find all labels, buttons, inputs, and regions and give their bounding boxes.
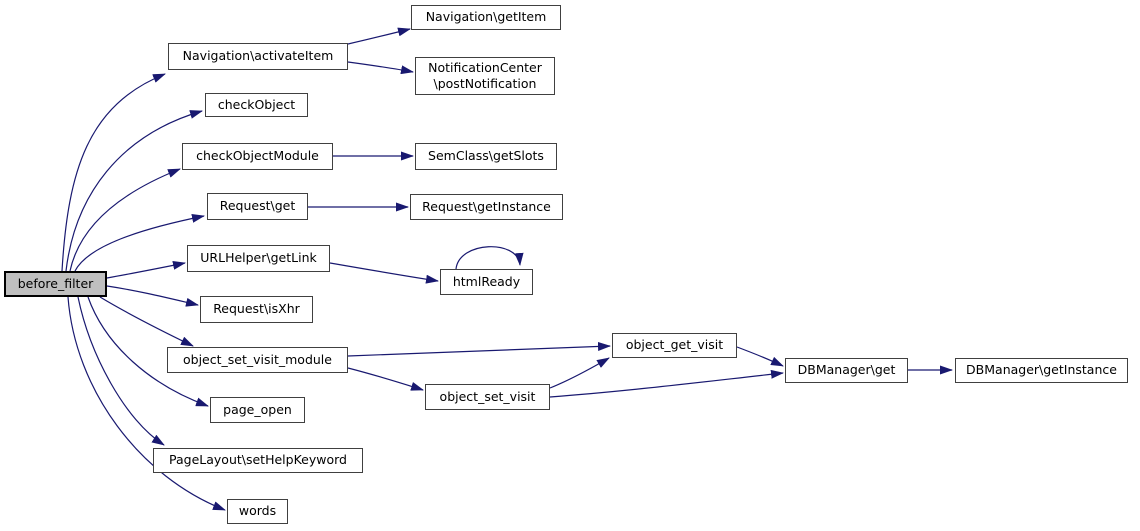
node-label: URLHelper\getLink [200, 250, 317, 266]
node-label: object_set_visit [439, 388, 536, 404]
node-navigation-getitem[interactable]: Navigation\getItem [411, 5, 561, 30]
edge-before_filter-to-page_open [87, 296, 209, 407]
node-label: checkObject [217, 96, 296, 112]
node-label: object_get_visit [625, 337, 724, 353]
node-request-isxhr[interactable]: Request\isXhr [200, 296, 313, 323]
node-before_filter: before_filter [4, 271, 107, 297]
edge-before_filter-to-checkobject [65, 110, 203, 272]
edge-before_filter-to-navigation-activateitem [61, 73, 166, 272]
edge-before_filter-to-request-isxhr [106, 285, 199, 307]
edge-urlhelper-getlink-to-htmlready [329, 262, 439, 284]
node-label: htmlReady [452, 273, 521, 289]
edge-object_set_visit-to-dbmanager-get [549, 369, 784, 398]
node-label: Request\getInstance [422, 198, 551, 214]
node-label: Request\isXhr [213, 301, 300, 317]
edge-navigation-activateitem-to-notificationcenter-postnotification [347, 61, 414, 75]
node-semclass-getslots[interactable]: SemClass\getSlots [415, 143, 557, 170]
node-label: before_filter [17, 275, 94, 291]
node-page_open[interactable]: page_open [210, 397, 305, 423]
node-label: SemClass\getSlots [428, 148, 544, 164]
node-object_set_visit_module[interactable]: object_set_visit_module [167, 347, 348, 373]
edge-object_set_visit-to-object_get_visit [549, 357, 610, 389]
node-label: Request\get [219, 198, 296, 214]
node-checkobjectmodule[interactable]: checkObjectModule [182, 143, 333, 170]
node-label: checkObjectModule [196, 148, 319, 164]
node-checkobject[interactable]: checkObject [205, 93, 308, 117]
edge-before_filter-to-pagelayout-sethelpkeyword [77, 296, 165, 446]
node-htmlready[interactable]: htmlReady [440, 269, 533, 295]
node-request-get[interactable]: Request\get [207, 193, 308, 220]
node-dbmanager-getinstance[interactable]: DBManager\getInstance [955, 358, 1128, 383]
edge-object_set_visit_module-to-object_set_visit [347, 367, 424, 391]
node-label: DBManager\get [797, 362, 896, 378]
node-object_get_visit[interactable]: object_get_visit [612, 333, 737, 358]
node-navigation-activateitem[interactable]: Navigation\activateItem [168, 43, 348, 70]
node-urlhelper-getlink[interactable]: URLHelper\getLink [187, 245, 330, 272]
edge-before_filter-to-words [67, 296, 226, 511]
node-label: object_set_visit_module [183, 351, 332, 367]
edge-before_filter-to-object_set_visit_module [99, 296, 194, 347]
node-label: words [238, 503, 277, 519]
node-label: page_open [223, 401, 292, 417]
node-pagelayout-sethelpkeyword[interactable]: PageLayout\setHelpKeyword [153, 448, 363, 473]
node-label: PageLayout\setHelpKeyword [169, 452, 347, 468]
node-object_set_visit[interactable]: object_set_visit [425, 384, 550, 410]
node-request-getinstance[interactable]: Request\getInstance [410, 194, 563, 220]
edge-object_set_visit_module-to-object_get_visit [347, 341, 611, 357]
edge-before_filter-to-urlhelper-getlink [106, 260, 186, 279]
node-label: NotificationCenter \postNotification [428, 59, 542, 91]
node-words[interactable]: words [227, 499, 288, 524]
node-label: Navigation\getItem [425, 9, 547, 25]
edge-before_filter-to-checkobjectmodule [69, 168, 181, 272]
node-notificationcenter-postnotification[interactable]: NotificationCenter \postNotification [415, 57, 555, 95]
edge-object_get_visit-to-dbmanager-get [736, 346, 784, 367]
edge-navigation-activateitem-to-navigation-getitem [347, 27, 411, 45]
node-label: Navigation\activateItem [182, 48, 334, 64]
node-dbmanager-get[interactable]: DBManager\get [785, 358, 908, 383]
edge-htmlready-to-htmlready [455, 246, 524, 270]
node-label: DBManager\getInstance [966, 362, 1117, 378]
edge-before_filter-to-request-get [74, 213, 205, 272]
